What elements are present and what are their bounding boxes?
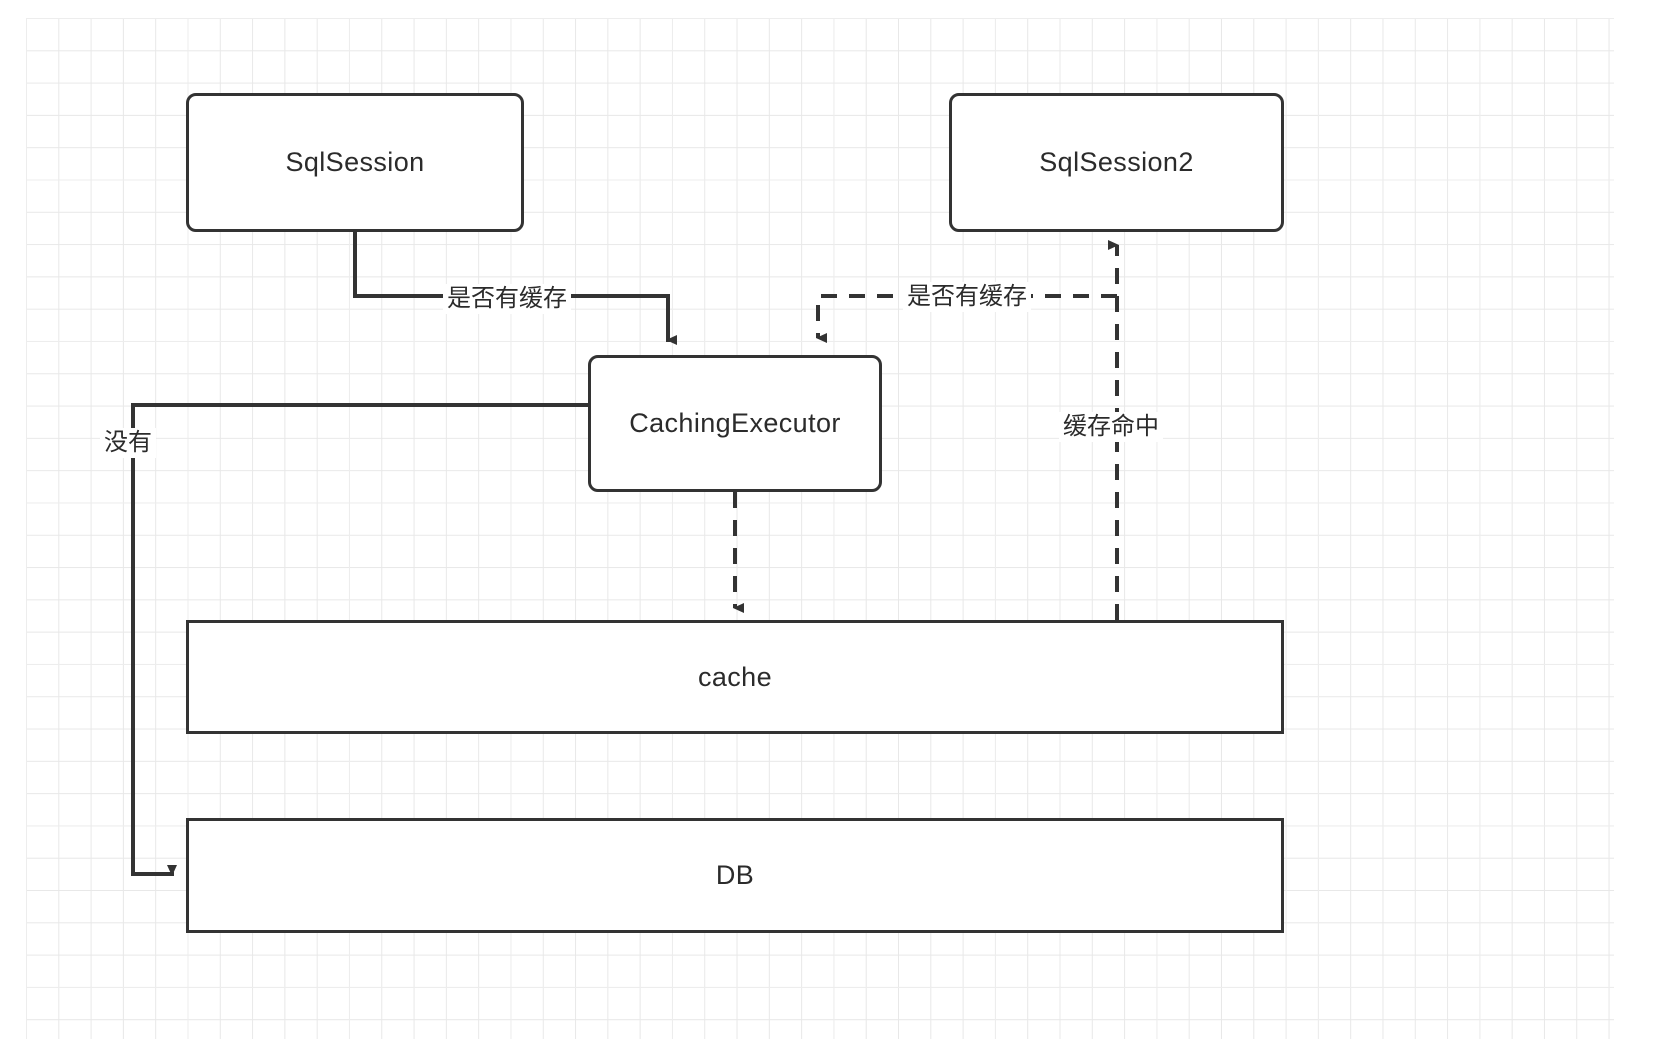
node-cachingexecutor-label: CachingExecutor xyxy=(629,408,841,438)
node-sqlsession[interactable]: SqlSession xyxy=(186,93,524,232)
node-db-label: DB xyxy=(715,860,755,890)
edge-label-cache-hit: 缓存命中 xyxy=(1059,412,1163,442)
node-sqlsession2[interactable]: SqlSession2 xyxy=(949,93,1284,232)
edge-label-no-cache: 没有 xyxy=(100,428,156,458)
node-cache[interactable]: cache xyxy=(186,620,1284,734)
edge-label-has-cache-solid: 是否有缓存 xyxy=(443,284,571,314)
node-cache-label: cache xyxy=(697,661,773,692)
node-sqlsession-label: SqlSession xyxy=(285,147,425,177)
node-cachingexecutor[interactable]: CachingExecutor xyxy=(588,355,882,492)
node-sqlsession2-label: SqlSession2 xyxy=(1039,147,1194,177)
node-db[interactable]: DB xyxy=(186,818,1284,933)
edge-label-has-cache-dashed: 是否有缓存 xyxy=(903,282,1031,312)
